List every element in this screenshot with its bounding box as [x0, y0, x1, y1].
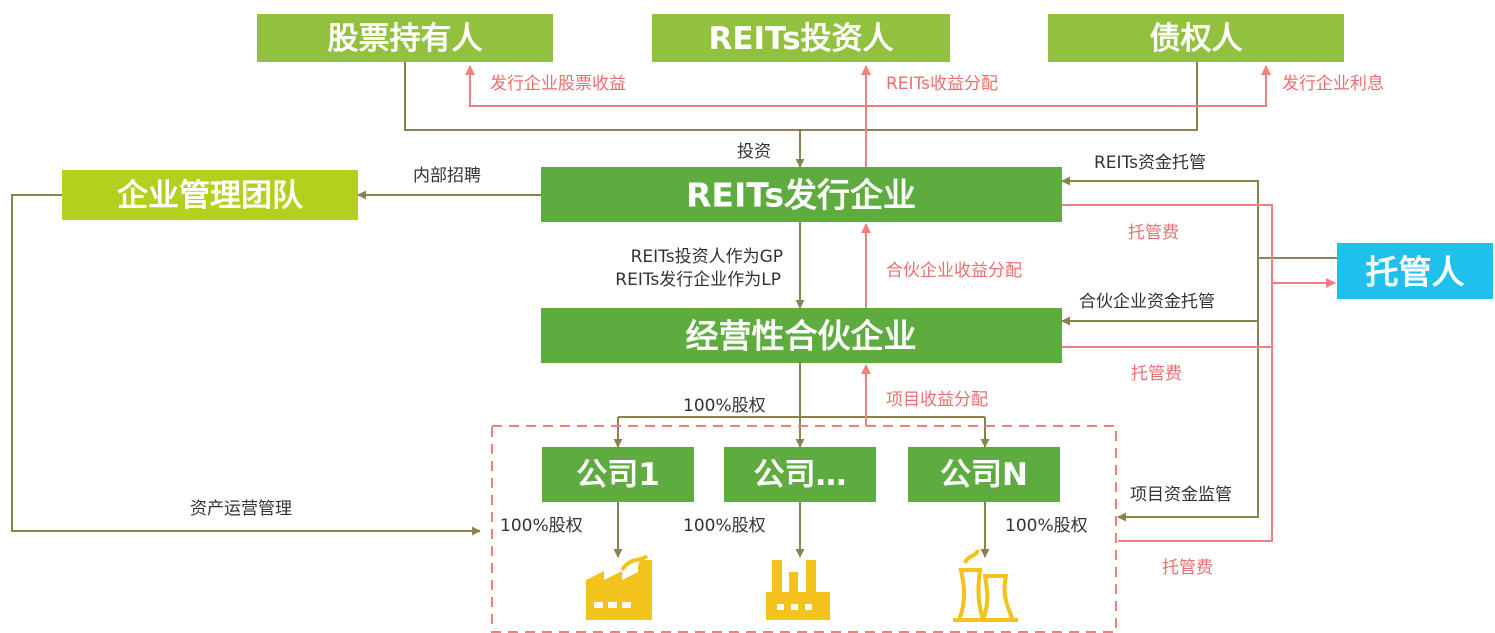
box-company-n[interactable]: 公司N [908, 447, 1060, 502]
asset-operation-line [11, 194, 481, 536]
cooling-tower-icon [953, 549, 1018, 622]
olive-connectors [11, 62, 1337, 558]
box-creditors[interactable]: 债权人 [1048, 14, 1344, 62]
label-invest: 投资 [737, 142, 771, 162]
shareholders-investment-line [404, 62, 800, 131]
label-equity-100-c2: 100%股权 [683, 516, 766, 536]
label-project-fund-supervision: 项目资金监管 [1130, 485, 1232, 505]
box-custodian[interactable]: 托管人 [1337, 243, 1493, 299]
income-distribution-bar [469, 96, 1267, 107]
factory-icon [586, 554, 652, 620]
box-company-etc[interactable]: 公司… [724, 447, 876, 502]
box-company-1[interactable]: 公司1 [542, 447, 694, 502]
factory-chimneys-icon [766, 560, 830, 620]
project-supervision-line [1117, 258, 1259, 522]
label-equity-100-top: 100%股权 [683, 396, 766, 416]
company-1-label: 公司1 [576, 457, 660, 493]
label-issuer-stock-income: 发行企业股票收益 [490, 74, 626, 94]
partnership-label: 经营性合伙企业 [686, 317, 917, 356]
label-equity-100-c1: 100%股权 [500, 516, 583, 536]
box-partnership[interactable]: 经营性合伙企业 [541, 308, 1062, 363]
label-custody-fee-2: 托管费 [1131, 364, 1182, 384]
box-shareholders[interactable]: 股票持有人 [257, 14, 553, 62]
label-gp: REITs投资人作为GP [631, 247, 783, 267]
label-custody-fee-3: 托管费 [1162, 558, 1213, 578]
reits-investors-label: REITs投资人 [708, 21, 893, 57]
reits-fund-custody-line [1061, 176, 1259, 258]
label-asset-operation: 资产运营管理 [190, 499, 292, 519]
label-custody-fee-1: 托管费 [1128, 223, 1179, 243]
project-companies-boundary [491, 425, 1117, 633]
label-internal-hire: 内部招聘 [413, 166, 481, 186]
pink-connectors [465, 65, 1336, 542]
label-lp: REITs发行企业作为LP [615, 270, 781, 290]
reits-issuer-label: REITs发行企业 [686, 176, 916, 215]
label-partnership-fund-custody: 合伙企业资金托管 [1079, 292, 1215, 312]
label-issuer-interest: 发行企业利息 [1282, 74, 1384, 94]
custody-fee-1-line [1062, 204, 1273, 283]
shareholders-label: 股票持有人 [328, 21, 483, 57]
label-equity-100-cn: 100%股权 [1005, 516, 1088, 536]
custodian-label: 托管人 [1366, 253, 1465, 292]
company-n-label: 公司N [940, 457, 1028, 493]
creditors-label: 债权人 [1150, 21, 1243, 57]
custody-fee-3-line [1118, 283, 1273, 542]
creditors-investment-line [800, 62, 1198, 131]
label-reits-income-dist: REITs收益分配 [886, 74, 998, 94]
box-mgmt-team[interactable]: 企业管理团队 [62, 170, 358, 220]
company-etc-label: 公司… [754, 457, 847, 493]
box-reits-investors[interactable]: REITs投资人 [652, 14, 950, 62]
label-reits-fund-custody: REITs资金托管 [1094, 153, 1206, 173]
label-project-income-dist: 项目收益分配 [886, 390, 988, 410]
box-reits-issuer[interactable]: REITs发行企业 [541, 167, 1062, 222]
label-partnership-income-dist: 合伙企业收益分配 [886, 261, 1022, 281]
mgmt-team-label: 企业管理团队 [117, 178, 304, 214]
